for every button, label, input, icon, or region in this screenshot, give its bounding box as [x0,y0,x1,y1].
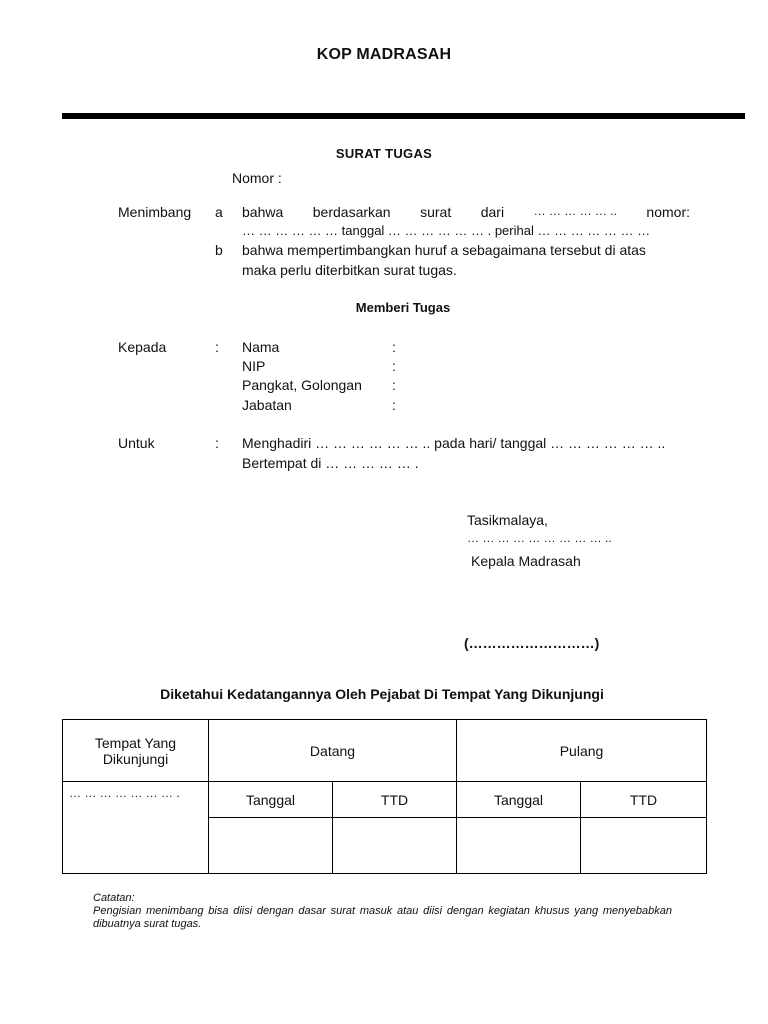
menimbang-a-word: berdasarkan [312,204,391,220]
signature-name-placeholder: (………………………) [464,635,600,651]
visit-table: Tempat Yang Dikunjungi Datang Pulang … …… [62,719,707,874]
menimbang-a-word: surat [420,204,452,220]
field-nama-label: Nama [242,339,280,355]
signature-city: Tasikmalaya, [467,512,548,528]
menimbang-a-line2: … … … … … … tanggal … … … … … … . periha… [242,223,651,238]
document-title: SURAT TUGAS [335,146,433,161]
untuk-line2: Bertempat di … … … … … . [242,455,419,471]
field-nip-colon: : [392,358,396,374]
datang-tanggal-cell [208,817,333,874]
note-label: Catatan: [93,892,135,904]
field-jabatan-colon: : [392,397,396,413]
signature-position: Kepala Madrasah [471,553,581,569]
header-place-line1: Tempat Yang [94,734,177,751]
menimbang-b-mark: b [215,242,223,258]
untuk-colon: : [215,435,219,451]
pulang-ttd-cell [580,817,707,874]
letterhead-divider [62,113,745,119]
field-nip-label: NIP [242,358,266,374]
subheader-pulang-tanggal: Tanggal [456,781,581,818]
field-jabatan-label: Jabatan [242,397,292,413]
subheader-datang-tanggal: Tanggal [208,781,333,818]
kepada-label: Kepada [118,339,167,355]
header-place-line2: Dikunjungi [102,750,169,767]
signature-date: … … … … … … … … … .. [467,531,612,545]
visit-table-title: Diketahui Kedatangannya Oleh Pejabat Di … [160,686,604,702]
menimbang-b-line1: bahwa mempertimbangkan huruf a sebagaima… [242,242,646,258]
datang-ttd-cell [332,817,457,874]
menimbang-a-word: … … … … … .. [533,204,617,218]
subheader-datang-ttd: TTD [332,781,457,818]
letterhead-title: KOP MADRASAH [316,46,452,63]
place-value-cell: … … … … … … … . [62,781,209,874]
header-cell-pulang: Pulang [456,719,707,782]
menimbang-a-mark: a [215,204,223,220]
kepada-colon: : [215,339,219,355]
subheader-pulang-ttd: TTD [580,781,707,818]
menimbang-label: Menimbang [118,204,192,220]
field-pangkat-colon: : [392,377,396,393]
untuk-line1: Menghadiri … … … … … … .. pada hari/ tan… [242,435,666,451]
header-cell-place: Tempat Yang Dikunjungi [62,719,209,782]
field-pangkat-label: Pangkat, Golongan [242,377,362,393]
menimbang-a-line1: bahwa berdasarkan surat dari … … … … … .… [242,204,690,220]
note-body: Pengisian menimbang bisa diisi dengan da… [93,905,672,930]
untuk-label: Untuk [118,435,155,451]
menimbang-a-word: bahwa [242,204,284,220]
menimbang-b-line2: maka perlu diterbitkan surat tugas. [242,262,457,278]
document-number-label: Nomor : [232,170,282,186]
memberi-tugas-heading: Memberi Tugas [355,300,451,315]
menimbang-a-word: dari [480,204,505,220]
header-cell-datang: Datang [208,719,457,782]
pulang-tanggal-cell [456,817,581,874]
field-nama-colon: : [392,339,396,355]
menimbang-a-word: nomor: [646,204,690,220]
